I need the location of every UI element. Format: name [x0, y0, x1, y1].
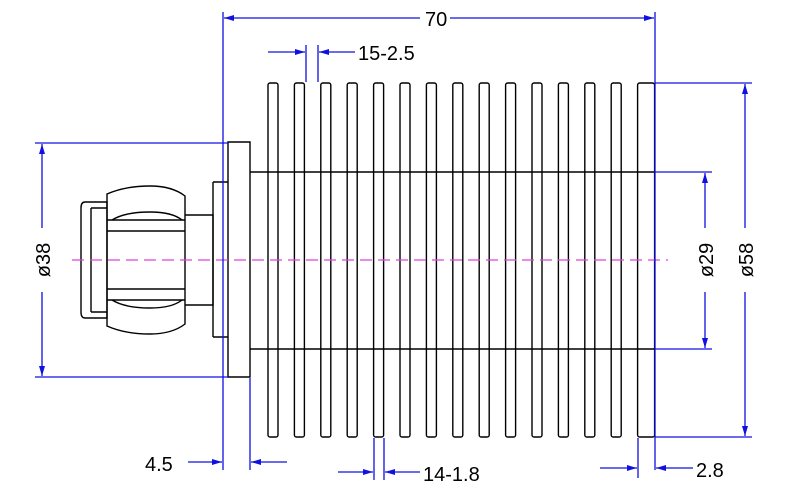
dim-label-dia-core: ø29 — [696, 243, 718, 277]
dim-flange-thickness: 4.5 — [145, 378, 287, 476]
dim-label-last-fin: 2.8 — [696, 460, 724, 482]
connector-hex-nut — [106, 185, 186, 335]
dim-overall-length: 70 — [222, 9, 656, 470]
dim-label-flange-thickness: 4.5 — [145, 454, 173, 476]
dim-fin-pitch-bottom: 14-1.8 — [338, 438, 480, 486]
dim-dia-fins: ø58 — [655, 82, 758, 438]
flange — [227, 141, 251, 378]
dim-dia-connector: ø38 — [33, 142, 228, 378]
connector-coupling-ring — [80, 201, 108, 319]
hex-facet-curve-bottom — [111, 299, 183, 309]
dim-label-fin-pitch-bottom: 14-1.8 — [423, 464, 480, 486]
dim-fin-pitch-top: 15-2.5 — [268, 43, 415, 82]
dim-dia-core: ø29 — [655, 171, 718, 350]
dim-label-dia-fins: ø58 — [736, 243, 758, 277]
dim-label-dia-connector: ø38 — [33, 243, 55, 277]
hex-facet-curve-top — [111, 211, 183, 221]
dim-label-fin-pitch-top: 15-2.5 — [358, 43, 415, 65]
connector-neck — [185, 214, 214, 306]
dim-label-overall-length: 70 — [425, 9, 447, 31]
dim-last-fin: 2.8 — [600, 438, 724, 482]
